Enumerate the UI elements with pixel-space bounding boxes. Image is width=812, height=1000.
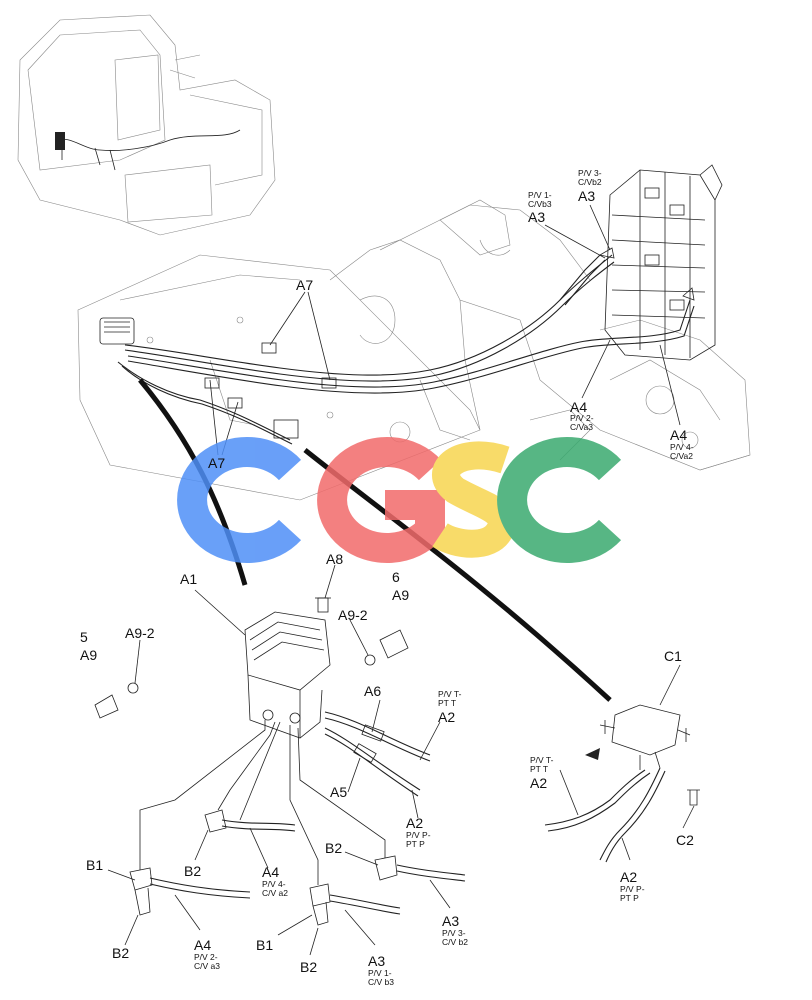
label-a4-right-sub-2: C/Va2 xyxy=(670,451,693,461)
control-valve xyxy=(604,164,723,361)
label-a2-upper: A2 xyxy=(438,709,455,725)
label-a2-c1-upper-sub-1: P/V T- xyxy=(530,755,554,765)
label-a3-c-sub-1: P/V 3- xyxy=(442,928,466,938)
watermark-letter-g xyxy=(317,437,445,563)
label-a2-c1-upper-sub-2: PT T xyxy=(530,764,548,774)
label-a5: A5 xyxy=(330,784,347,800)
label-b2-a: B2 xyxy=(325,840,342,856)
top-leaders xyxy=(209,204,681,456)
watermark-letter-c2 xyxy=(497,437,622,563)
label-a4-a: A4 xyxy=(262,864,279,880)
label-a3-top-sub-1: P/V 1- xyxy=(528,190,552,200)
label-a2-upper-sub-1: P/V T- xyxy=(438,689,462,699)
label-a4-mid-sub-1: P/V 2- xyxy=(570,413,594,423)
label-a3-top-right-sub-2: C/Vb2 xyxy=(578,177,602,187)
label-c2: C2 xyxy=(676,832,694,848)
label-b2-c: B2 xyxy=(112,945,129,961)
label-a2-c1-lower: A2 xyxy=(620,869,637,885)
switch-block-detail xyxy=(94,564,441,885)
label-a3-c-sub-2: C/V b2 xyxy=(442,937,468,947)
label-a3-c: A3 xyxy=(442,913,459,929)
label-a3-b-sub-2: C/V b3 xyxy=(368,977,394,987)
label-a7-top: A7 xyxy=(296,277,313,293)
label-a2-c1-upper: A2 xyxy=(530,775,547,791)
fittings-detail xyxy=(107,809,466,956)
label-a2-lower: A2 xyxy=(406,815,423,831)
label-a9-2-left: A9-2 xyxy=(125,625,155,641)
label-b1-a: B1 xyxy=(86,857,103,873)
label-a9-left-num: 5 xyxy=(80,629,88,645)
label-a9-right: A9 xyxy=(392,587,409,603)
callout-labels: A7 A7 P/V 1- C/Vb3 A3 P/V 3- C/Vb2 A3 A4… xyxy=(80,168,694,987)
watermark-letter-s xyxy=(432,441,516,558)
label-a3-top-right: A3 xyxy=(578,188,595,204)
label-a7-bottom: A7 xyxy=(208,455,225,471)
label-a3-top-right-sub-1: P/V 3- xyxy=(578,168,602,178)
cab-inset xyxy=(17,14,276,236)
label-a9-right-num: 6 xyxy=(392,569,400,585)
label-a4-right-sub-1: P/V 4- xyxy=(670,442,694,452)
label-a4-mid: A4 xyxy=(570,399,587,415)
label-a2-upper-sub-2: PT T xyxy=(438,698,456,708)
label-a2-c1-lower-sub-1: P/V P- xyxy=(620,884,645,894)
c1-valve-detail xyxy=(544,664,700,863)
label-a6: A6 xyxy=(364,683,381,699)
label-a3-b-sub-1: P/V 1- xyxy=(368,968,392,978)
watermark-letter-c1 xyxy=(177,437,302,563)
label-a9-left: A9 xyxy=(80,647,97,663)
label-c1: C1 xyxy=(664,648,682,664)
clamps xyxy=(204,342,337,409)
label-a4-a-sub-2: C/V a2 xyxy=(262,888,288,898)
label-a1: A1 xyxy=(180,571,197,587)
label-a3-top: A3 xyxy=(528,209,545,225)
label-b2-d: B2 xyxy=(300,959,317,975)
pilot-hoses xyxy=(99,247,695,445)
label-b2-b: B2 xyxy=(184,863,201,879)
watermark xyxy=(177,437,622,563)
label-a2-lower-sub-2: PT P xyxy=(406,839,425,849)
label-a2-c1-lower-sub-2: PT P xyxy=(620,893,639,903)
label-a4-mid-sub-2: C/Va3 xyxy=(570,422,593,432)
label-b1-b: B1 xyxy=(256,937,273,953)
label-a4-b-sub-1: P/V 2- xyxy=(194,952,218,962)
label-a4-b: A4 xyxy=(194,937,211,953)
label-a3-b: A3 xyxy=(368,953,385,969)
label-a3-top-sub-2: C/Vb3 xyxy=(528,199,552,209)
label-a4-b-sub-2: C/V a3 xyxy=(194,961,220,971)
label-a4-right: A4 xyxy=(670,427,687,443)
label-a4-a-sub-1: P/V 4- xyxy=(262,879,286,889)
label-a9-2-right: A9-2 xyxy=(338,607,368,623)
label-a8: A8 xyxy=(326,551,343,567)
label-a2-lower-sub-1: P/V P- xyxy=(406,830,431,840)
